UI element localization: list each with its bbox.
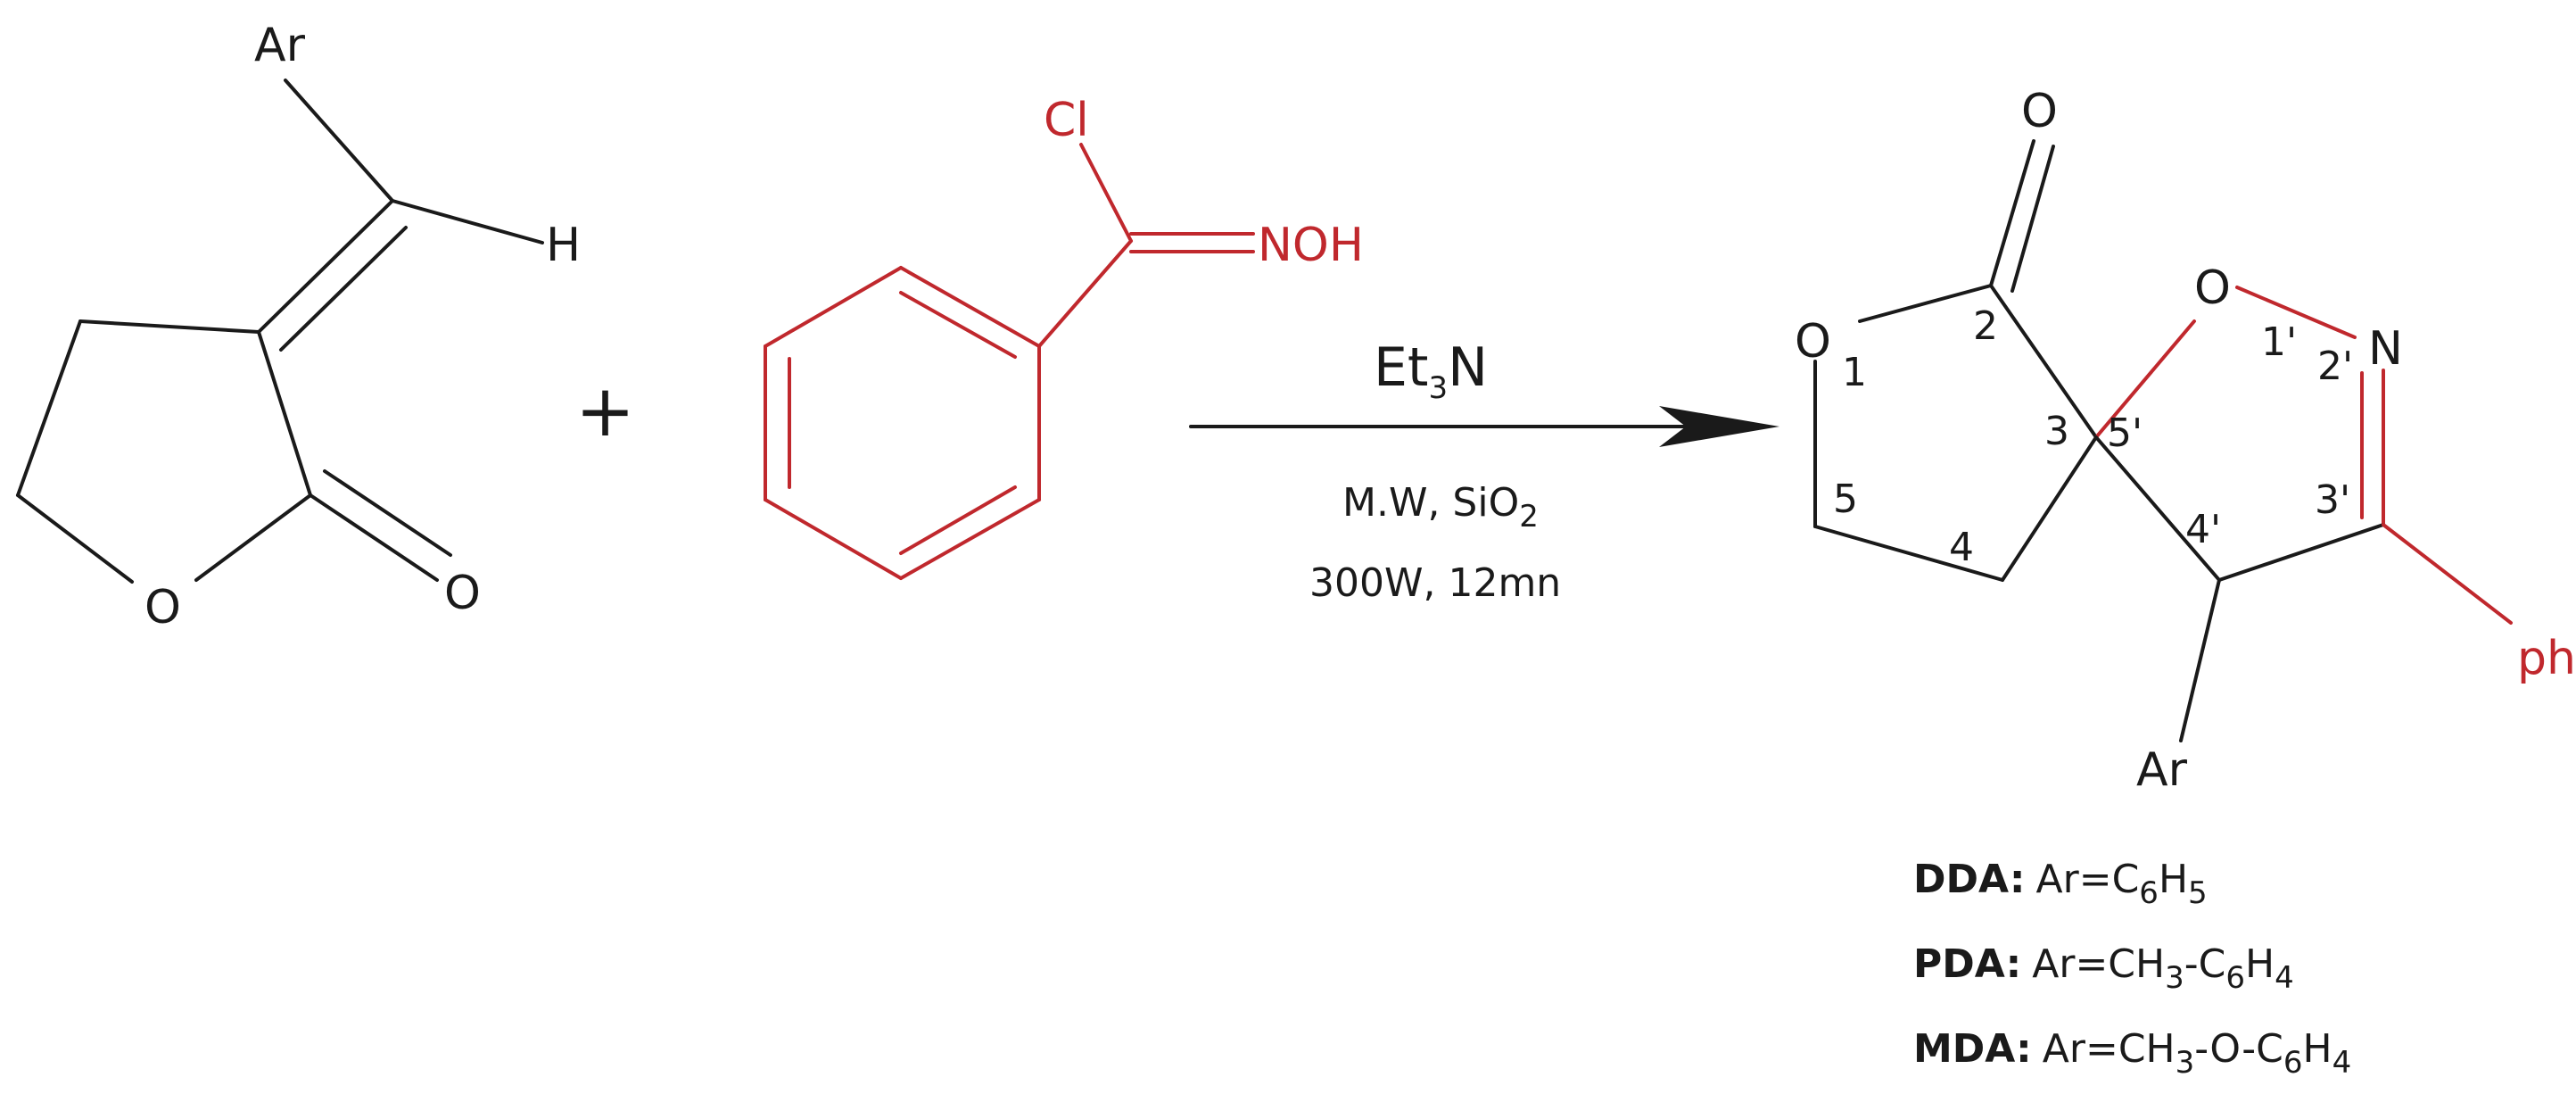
locant-2-prime: 2' (2317, 344, 2353, 389)
carbonyl-oxygen-label: O (444, 567, 481, 620)
bond-c2-o1 (1858, 284, 1993, 323)
compound-legend: DDA:Ar=C6H5 PDA:Ar=CH3-C6H4 MDA:Ar=CH3-O… (1913, 857, 2351, 1081)
product-isoxazoline-o: O (2194, 261, 2231, 315)
locant-4-prime: 4' (2185, 507, 2221, 552)
ring-inner-1 (899, 291, 1017, 359)
bond-ch-h (391, 199, 544, 244)
product-ph-label: ph (2517, 632, 2576, 685)
bond-c3p-ph (2382, 523, 2513, 625)
bond-c3-c2 (1989, 284, 2098, 439)
bond-c3p-c4p (2217, 523, 2385, 582)
ring-oxygen-label: O (144, 581, 181, 634)
bond-carbonyl-b (323, 469, 452, 557)
plus-sign: + (575, 369, 635, 452)
ring-bond-2 (764, 266, 903, 348)
ring-inner-3 (899, 485, 1017, 555)
bond-c-cl (1079, 143, 1133, 243)
legend-mda: MDA:Ar=CH3-O-C6H4 (1913, 1026, 2351, 1081)
reactant-hydroximoyl-chloride: Cl NOH (764, 94, 1364, 580)
reagent-et3n: Et3N (1374, 336, 1488, 406)
bond-ring-c (1037, 239, 1133, 348)
bond-ar-ch (284, 79, 394, 203)
locant-5: 5 (1833, 477, 1858, 522)
product-ring-o: O (1795, 315, 1831, 369)
locant-3: 3 (2044, 409, 2069, 454)
legend-pda: PDA:Ar=CH3-C6H4 (1913, 941, 2294, 996)
product-isoxazoline-n: N (2368, 322, 2403, 376)
product-ar-label: Ar (2136, 743, 2188, 797)
bond-exocyclic-double-a (257, 199, 394, 334)
locant-4: 4 (1949, 525, 1974, 570)
noh-label: NOH (1258, 219, 1364, 272)
legend-dda: DDA:Ar=C6H5 (1913, 857, 2208, 911)
ring-bond-5 (899, 498, 1041, 580)
product-carbonyl-o: O (2021, 85, 2058, 138)
product-spiro-compound: O O O N ph Ar 1 2 3 4 5 1' 2' 3' 4' 5' (1795, 85, 2576, 797)
bond-c3-c4 (78, 319, 260, 334)
bond-c4p-ar (2179, 578, 2221, 742)
arrow-head (1659, 406, 1779, 447)
bond-c5-o (16, 493, 134, 584)
locant-1: 1 (1842, 350, 1867, 395)
bond-carbonyl-b (2010, 145, 2055, 293)
ar-label: Ar (254, 19, 306, 72)
locant-5-prime: 5' (2107, 410, 2143, 456)
bond-o1p-n2p (2235, 286, 2357, 339)
h-label: H (546, 219, 581, 272)
bond-c5-c4 (1813, 525, 2004, 582)
bond-c2-c3 (257, 330, 312, 497)
bond-carbonyl-a (309, 493, 439, 582)
bond-exocyclic-double-b (279, 226, 408, 352)
bond-c4-c3 (2001, 435, 2098, 582)
conditions-line-2: M.W, SiO2 (1342, 480, 1539, 535)
ring-bond-1 (899, 266, 1041, 348)
locant-3-prime: 3' (2315, 477, 2350, 523)
conditions-line-3: 300W, 12mn (1309, 560, 1561, 606)
bond-c4-c5 (16, 319, 82, 497)
reaction-arrow-group: Et3N M.W, SiO2 300W, 12mn (1189, 336, 1779, 606)
ring-bond-4 (764, 498, 903, 580)
bond-c5p-o1p (2094, 319, 2196, 439)
reactant-arylidene-lactone: Ar H O O (16, 19, 581, 634)
bond-c4p-c5p (2094, 435, 2221, 582)
locant-2: 2 (1973, 303, 1998, 349)
bond-carbonyl-a (1989, 139, 2035, 287)
locant-1-prime: 1' (2261, 319, 2297, 365)
cl-label: Cl (1044, 94, 1089, 147)
bond-o-c2 (194, 493, 312, 582)
